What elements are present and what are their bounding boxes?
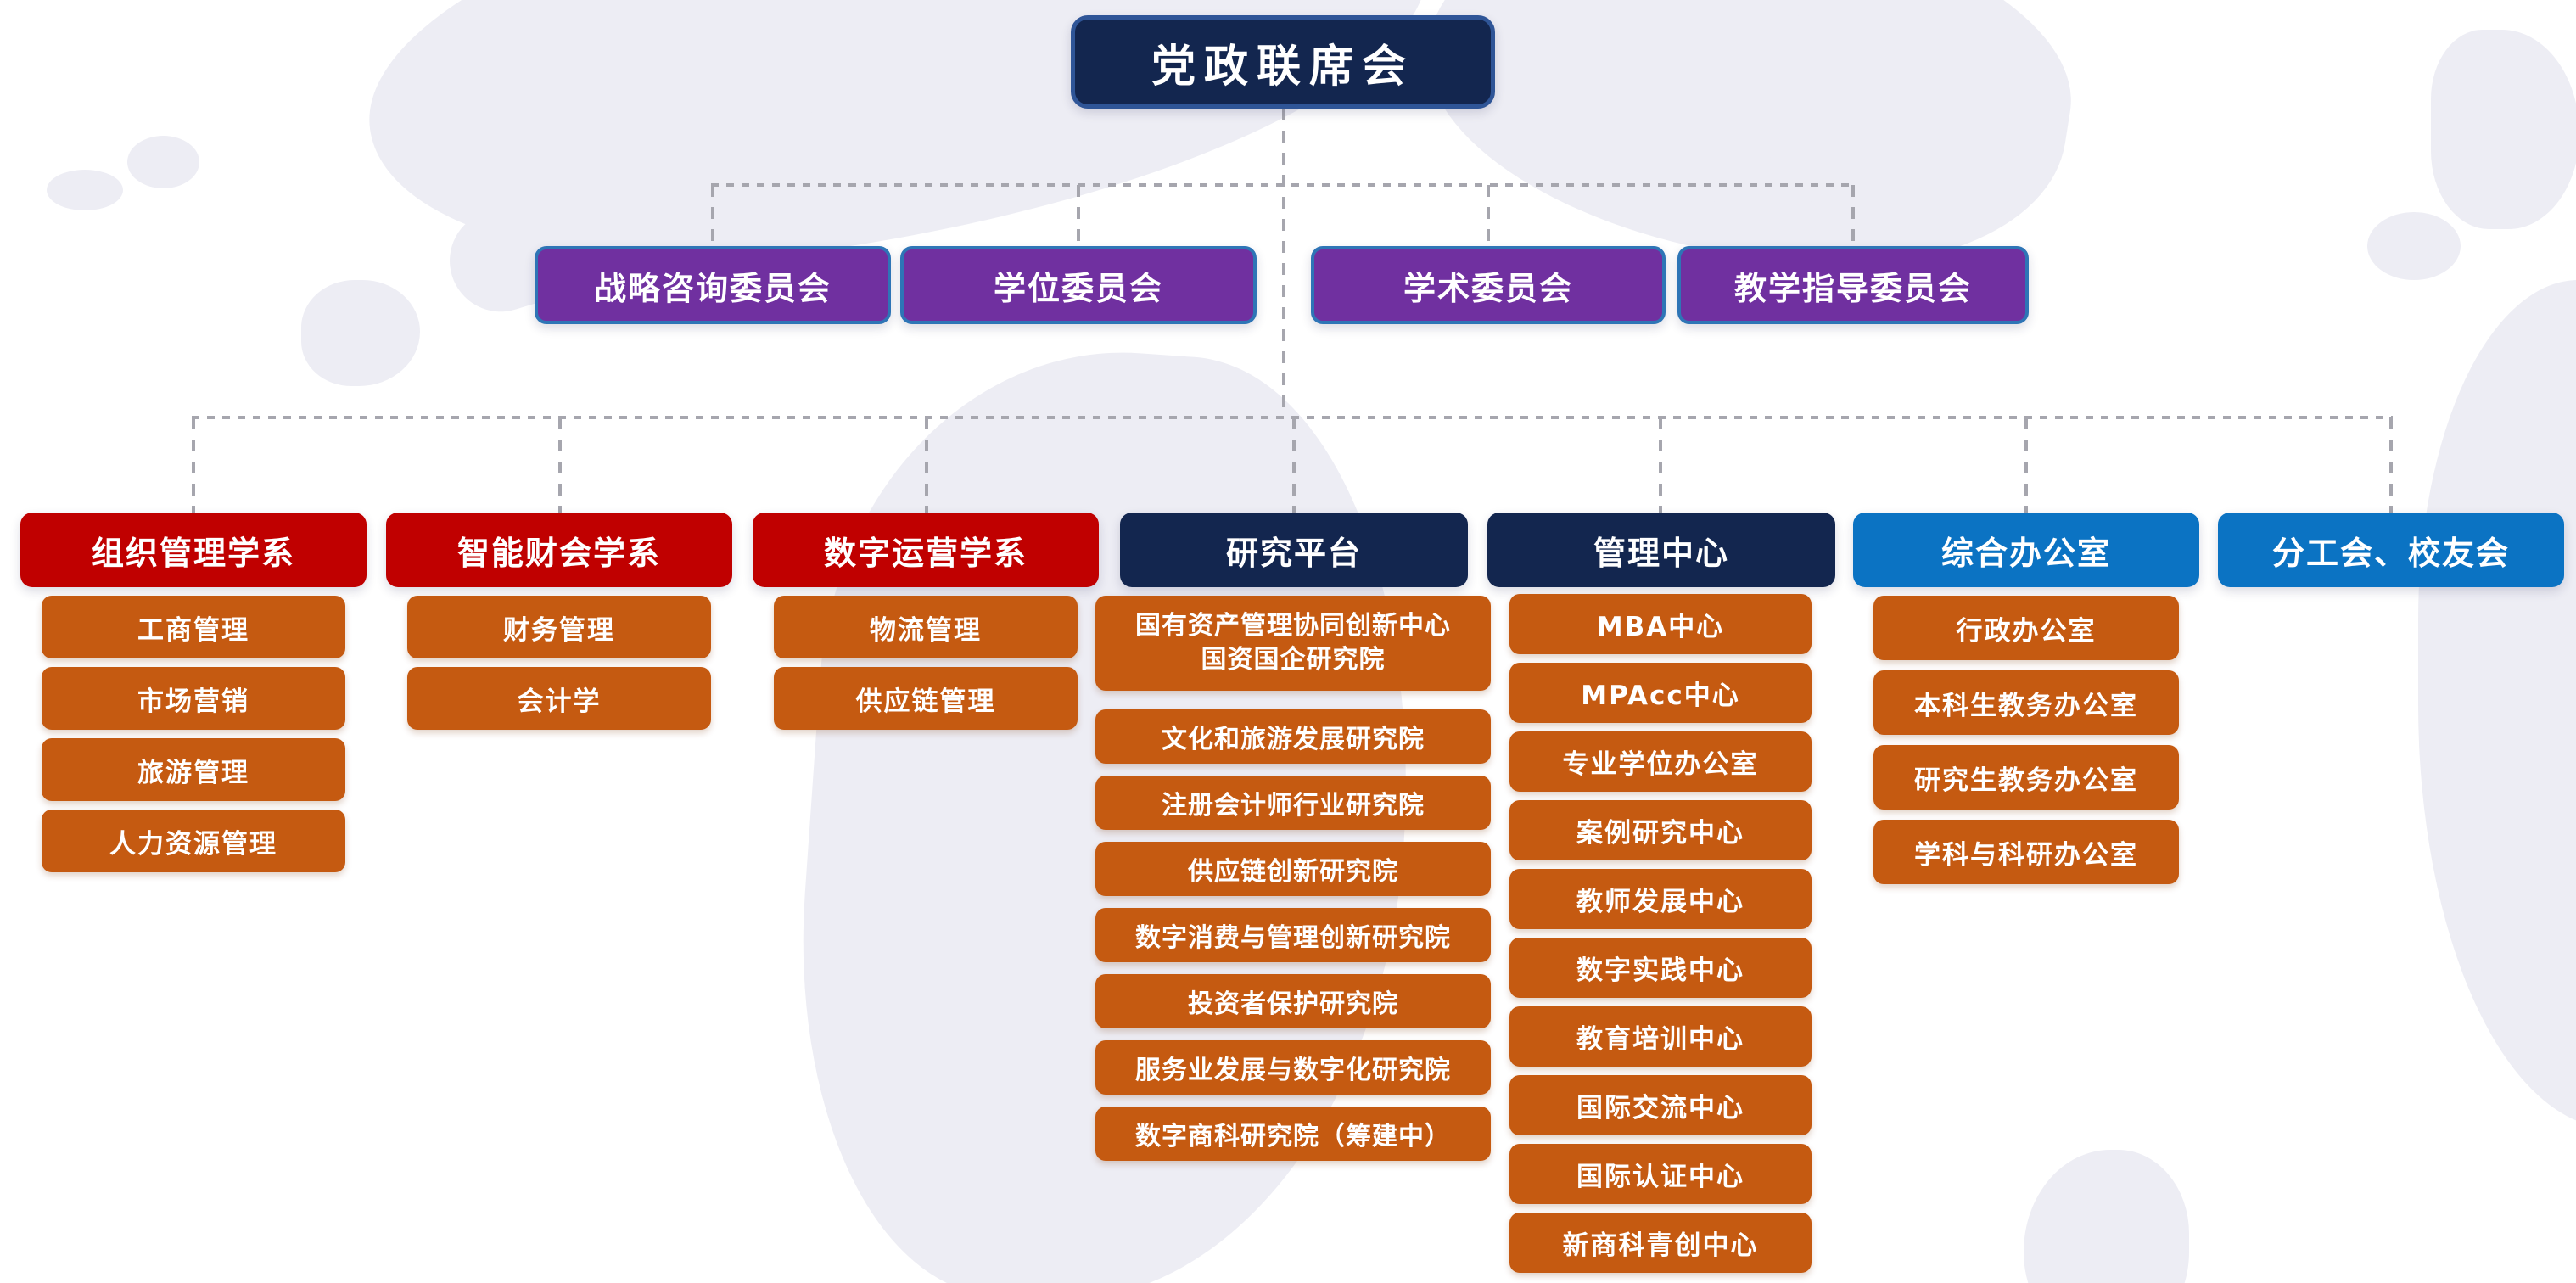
sub-unit-box: 供应链创新研究院 — [1095, 842, 1491, 896]
sub-unit-box: MPAcc中心 — [1509, 663, 1812, 723]
sub-unit-box: 教育培训中心 — [1509, 1006, 1812, 1067]
connector-stub-committee — [1487, 185, 1490, 246]
sub-unit-box: 数字实践中心 — [1509, 938, 1812, 998]
connector-stub-column — [925, 417, 928, 513]
map-shape — [1693, 4, 1828, 123]
sub-unit-box: 供应链管理 — [774, 667, 1078, 730]
sub-unit-box: 专业学位办公室 — [1509, 731, 1812, 792]
column-header: 数字运营学系 — [753, 513, 1099, 587]
connector-stub-column — [1292, 417, 1296, 513]
committee-box: 教学指导委员会 — [1677, 246, 2029, 324]
sub-unit-box: 数字商科研究院（筹建中） — [1095, 1107, 1491, 1161]
connector-stub-committee — [1851, 185, 1855, 246]
column-header: 智能财会学系 — [386, 513, 732, 587]
connector-stub-column — [2389, 417, 2393, 513]
column-header: 分工会、校友会 — [2218, 513, 2564, 587]
map-shape — [2418, 280, 2576, 1129]
sub-unit-box: MBA中心 — [1509, 594, 1812, 654]
sub-unit-line: 国有资产管理协同创新中心 — [1135, 610, 1451, 641]
sub-unit-box: 工商管理 — [42, 596, 345, 658]
map-shape — [301, 280, 420, 386]
connector-level2-rail — [711, 183, 1855, 187]
committee-box: 战略咨询委员会 — [535, 246, 891, 324]
sub-unit-box: 国有资产管理协同创新中心 国资国企研究院 — [1095, 596, 1491, 691]
sub-unit-box: 会计学 — [407, 667, 711, 730]
sub-unit-box: 国际交流中心 — [1509, 1075, 1812, 1135]
column-header: 综合办公室 — [1853, 513, 2199, 587]
root-box: 党政联席会 — [1071, 15, 1495, 109]
map-shape — [1710, 157, 1816, 221]
sub-unit-box: 本科生教务办公室 — [1873, 670, 2179, 735]
column-header: 研究平台 — [1120, 513, 1468, 587]
sub-unit-box: 学科与科研办公室 — [1873, 820, 2179, 884]
committee-box: 学位委员会 — [900, 246, 1257, 324]
sub-unit-box: 数字消费与管理创新研究院 — [1095, 908, 1491, 962]
map-shape — [127, 136, 199, 188]
connector-stub-column — [1659, 417, 1662, 513]
connector-stub-column — [558, 417, 562, 513]
sub-unit-box: 案例研究中心 — [1509, 800, 1812, 860]
sub-unit-box: 服务业发展与数字化研究院 — [1095, 1040, 1491, 1095]
committee-box: 学术委员会 — [1311, 246, 1666, 324]
sub-unit-box: 财务管理 — [407, 596, 711, 658]
sub-unit-line: 国资国企研究院 — [1201, 645, 1386, 675]
map-shape — [2367, 212, 2461, 280]
sub-unit-box: 新商科青创中心 — [1509, 1213, 1812, 1273]
column-header: 管理中心 — [1487, 513, 1835, 587]
connector-trunk — [1282, 109, 1285, 417]
sub-unit-box: 旅游管理 — [42, 738, 345, 801]
connector-stub-committee — [711, 185, 714, 246]
sub-unit-box: 投资者保护研究院 — [1095, 974, 1491, 1028]
connector-stub-column — [192, 417, 195, 513]
sub-unit-box: 行政办公室 — [1873, 596, 2179, 660]
sub-unit-box: 人力资源管理 — [42, 810, 345, 872]
connector-stub-committee — [1077, 185, 1080, 246]
sub-unit-box: 国际认证中心 — [1509, 1144, 1812, 1204]
sub-unit-box: 文化和旅游发展研究院 — [1095, 709, 1491, 764]
map-shape — [47, 170, 123, 210]
sub-unit-box: 教师发展中心 — [1509, 869, 1812, 929]
sub-unit-box: 注册会计师行业研究院 — [1095, 776, 1491, 830]
map-shape — [2024, 1150, 2189, 1283]
sub-unit-box: 研究生教务办公室 — [1873, 745, 2179, 810]
map-shape — [2431, 30, 2576, 229]
sub-unit-box: 物流管理 — [774, 596, 1078, 658]
sub-unit-box: 市场营销 — [42, 667, 345, 730]
column-header: 组织管理学系 — [20, 513, 367, 587]
connector-stub-column — [2024, 417, 2028, 513]
